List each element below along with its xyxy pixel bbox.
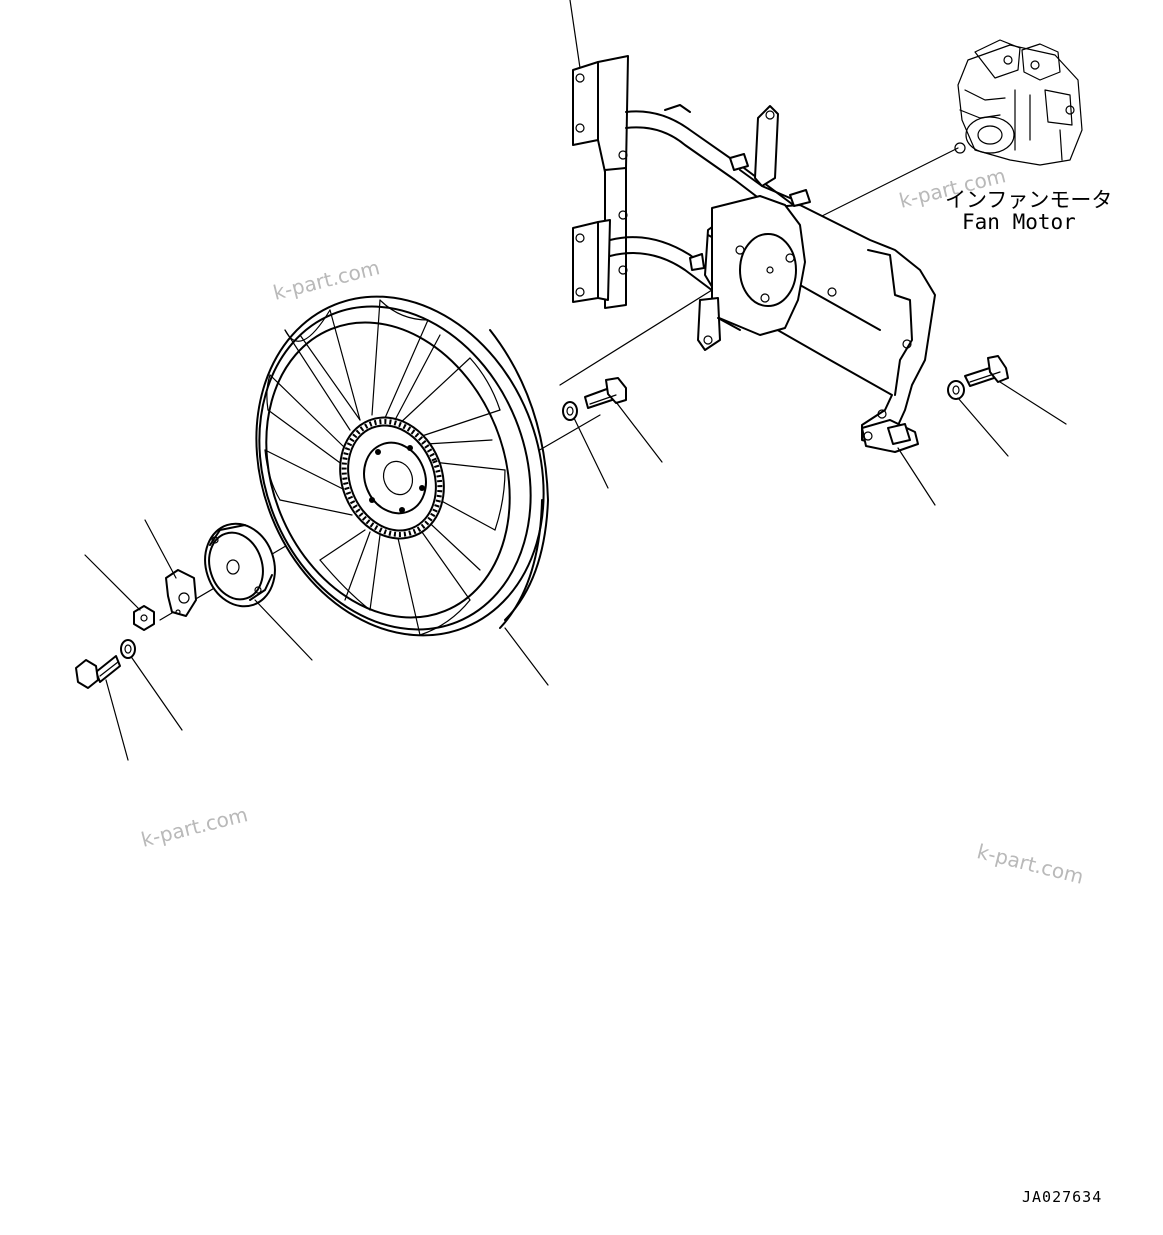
center-washer bbox=[562, 401, 578, 421]
fan-bracket bbox=[572, 55, 936, 453]
right-bolt bbox=[964, 355, 1009, 387]
left-bolt bbox=[75, 655, 121, 689]
lock-plate bbox=[165, 569, 197, 617]
center-bolt bbox=[584, 377, 627, 409]
cooling-fan bbox=[255, 295, 549, 637]
leader-lines bbox=[84, 0, 1067, 761]
left-washer bbox=[120, 639, 136, 659]
drawing-code: JA027634 bbox=[1022, 1188, 1103, 1206]
left-nut bbox=[133, 605, 155, 631]
right-washer bbox=[947, 380, 965, 400]
fan-motor-illustration bbox=[954, 39, 1083, 166]
fan-motor-label-jp: インファンモータ bbox=[945, 188, 1113, 212]
fan-motor-label-en: Fan Motor bbox=[962, 210, 1076, 234]
fan-cap bbox=[204, 522, 276, 608]
